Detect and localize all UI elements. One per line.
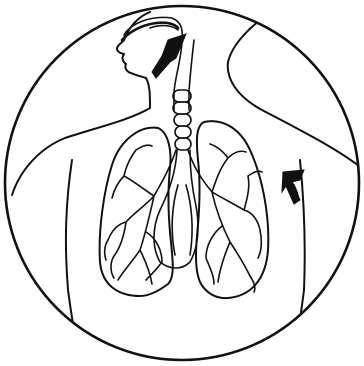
circle-frame [5, 6, 359, 360]
right-lung [196, 121, 268, 298]
left-person-outline [12, 12, 150, 195]
curved-arrow-down-icon [122, 23, 186, 78]
left-torso-line [66, 160, 76, 340]
left-bronchi [105, 145, 176, 284]
central-vessel [172, 185, 192, 255]
